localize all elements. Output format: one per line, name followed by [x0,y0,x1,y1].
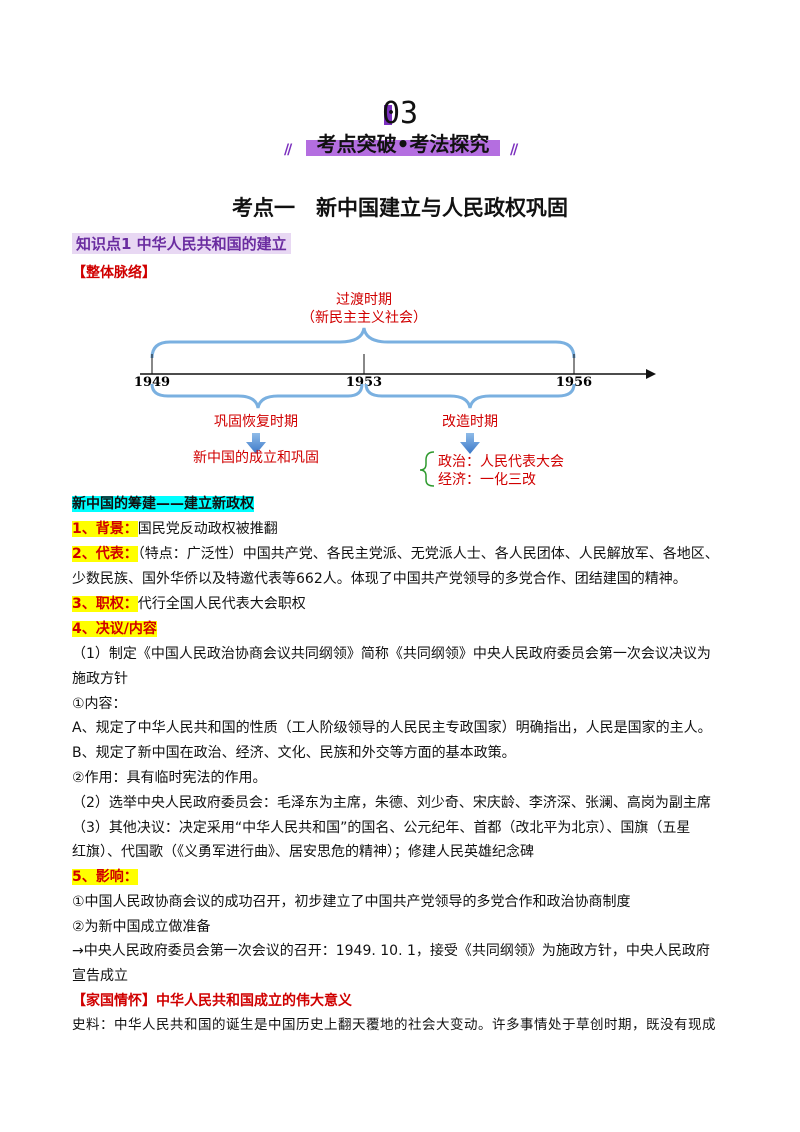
resolution-2: （2）选举中央人民政府委员会：毛泽东为主席，朱德、刘少奇、宋庆龄、李济深、张澜、… [72,795,711,811]
left-bottom-brace [150,383,364,409]
resolution-heading: 4、决议/内容 [72,621,157,637]
influence-3b: 宣告成立 [72,968,128,984]
representatives-line-2: 少数民族、国外华侨以及特邀代表等662人。体现了中国共产党领导的多党合作、团结建… [72,571,687,587]
right-bottom-brace [364,383,576,409]
duty-line: 3、职权：代行全国人民代表大会职权 [72,596,306,612]
content-heading: 新中国的筹建——建立新政权 [72,496,254,512]
section-banner: 考点突破•考法探究 [316,132,490,156]
resolution-content: ①内容： [72,696,127,712]
influence-heading: 5、影响： [72,869,138,885]
banner-stripes-left: // [284,142,292,158]
resolution-1a: （1）制定《中国人民政治协商会议共同纲领》简称《共同纲领》中央人民政府委员会第一… [72,646,711,662]
influence-2: ②为新中国成立做准备 [72,919,211,935]
section-tag: 【整体脉络】 [72,265,156,281]
source-text: 史料：中华人民共和国的诞生是中国历史上翻天覆地的社会大变动。许多事情处于草创时期… [72,1017,716,1033]
year-1949: 1949 [134,375,170,390]
top-brace [150,327,576,359]
chapter-number: 03 [381,96,419,131]
left-phase-label: 巩固恢复时期 [214,413,298,430]
banner-stripes-right: // [510,142,518,158]
resolution-3b: 红旗）、代国歌（《义勇军进行曲》、居安思危的精神）；修建人民英雄纪念碑 [72,844,534,860]
right-result-economy: 经济：一化三改 [438,472,536,488]
knowledge-point-title: 知识点1 中华人民共和国的建立 [72,233,291,254]
resolution-3a: （3）其他决议：决定采用“中华人民共和国”的国名、公元纪年、首都（改北平为北京）… [72,820,691,836]
timeline-axis-arrowhead [646,369,656,379]
year-1956: 1956 [556,375,592,390]
influence-3a: →中央人民政府委员会第一次会议的召开：1949. 10. 1，接受《共同纲领》为… [72,943,710,959]
resolution-effect: ②作用：具有临时宪法的作用。 [72,770,267,786]
timeline-top-label-2: （新民主主义社会） [301,310,427,326]
year-1953: 1953 [346,375,382,390]
right-result-politics: 政治：人民代表大会 [438,454,564,470]
banner-highlight [306,140,500,156]
chapter-number-accent [384,105,392,125]
topic-title: 考点一 新中国建立与人民政权巩固 [232,196,568,220]
timeline-top-label-1: 过渡时期 [336,292,392,308]
resolution-A: A、规定了中华人民共和国的性质（工人阶级领导的人民民主专政国家）明确指出，人民是… [72,720,712,736]
timeline-diagram: 过渡时期 （新民主主义社会） 1949 1953 1956 巩固恢复时期 改造时… [134,292,656,488]
influence-1: ①中国人民政协商会议的成功召开，初步建立了中国共产党领导的多党合作和政治协商制度 [72,894,631,910]
representatives-line-1: 2、代表：（特点：广泛性）中国共产党、各民主党派、无党派人士、各人民团体、人民解… [72,546,719,562]
right-down-arrow [460,433,480,454]
right-phase-label: 改造时期 [442,414,498,430]
left-down-arrow [246,433,266,454]
left-result-label: 新中国的成立和巩固 [193,450,319,466]
green-brace [419,451,435,487]
resolution-1b: 施政方针 [72,671,128,687]
resolution-B: B、规定了新中国在政治、经济、文化、民族和外交等方面的基本政策。 [72,745,516,761]
background-line: 1、背景：国民党反动政权被推翻 [72,521,278,537]
feeling-tag: 【家国情怀】中华人民共和国成立的伟大意义 [72,993,352,1009]
